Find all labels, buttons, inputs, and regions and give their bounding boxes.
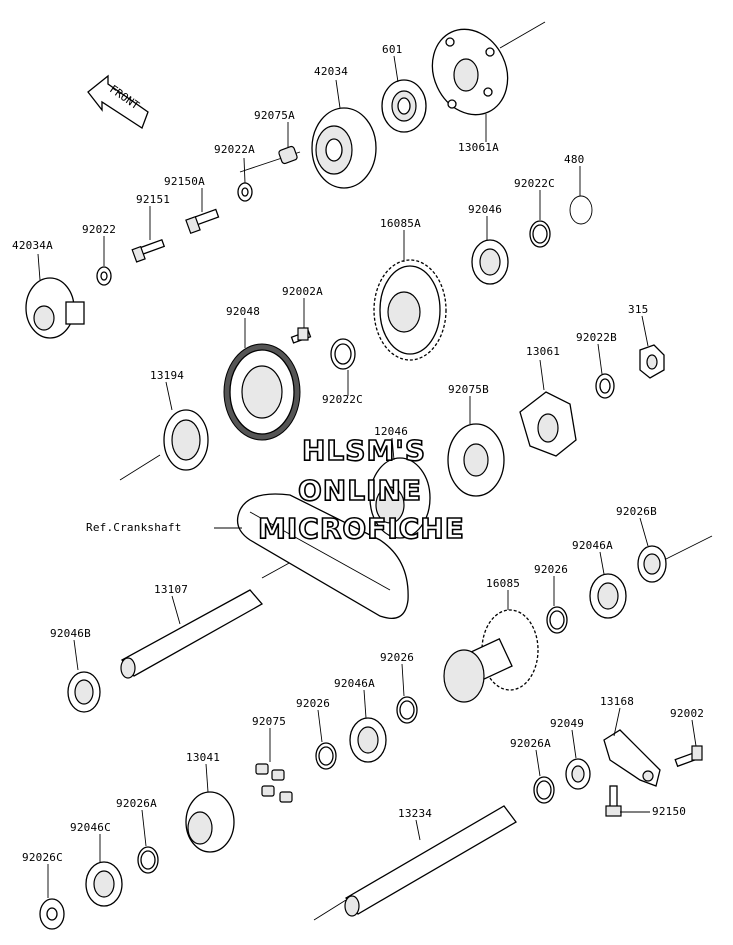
label-92022C: 92022C bbox=[322, 393, 363, 406]
label-13061A: 13061A bbox=[458, 141, 499, 154]
part-92022C bbox=[330, 338, 356, 370]
label-13041: 13041 bbox=[186, 751, 221, 764]
label-92075A: 92075A bbox=[254, 109, 295, 122]
part-92026C-bottom bbox=[39, 898, 65, 930]
part-92022A bbox=[237, 182, 253, 202]
part-92026B bbox=[637, 545, 667, 583]
part-92075B bbox=[447, 423, 505, 497]
label-92026-left: 92026 bbox=[296, 697, 331, 710]
label-92002: 92002 bbox=[670, 707, 705, 720]
part-92022B bbox=[595, 373, 615, 399]
label-92026-mid: 92026 bbox=[380, 651, 415, 664]
part-92046A-right bbox=[589, 573, 627, 619]
label-12046: 12046 bbox=[374, 425, 409, 438]
part-92022C-top bbox=[529, 220, 551, 248]
label-92046-top: 92046 bbox=[468, 203, 503, 216]
label-92075: 92075 bbox=[252, 715, 287, 728]
label-480: 480 bbox=[564, 153, 585, 166]
part-92046C bbox=[85, 861, 123, 907]
label-42034A: 42034A bbox=[12, 239, 53, 252]
part-92046B bbox=[67, 671, 101, 713]
label-92026A-left: 92026A bbox=[116, 797, 157, 810]
label-92022C-top: 92022C bbox=[514, 177, 555, 190]
part-92151 bbox=[131, 238, 166, 263]
part-92046-top bbox=[471, 239, 509, 285]
label-92150A: 92150A bbox=[164, 175, 205, 188]
label-13194: 13194 bbox=[150, 369, 185, 382]
label-92151: 92151 bbox=[136, 193, 171, 206]
part-13061A bbox=[431, 28, 509, 116]
label-16085: 16085 bbox=[486, 577, 521, 590]
part-601 bbox=[381, 79, 427, 133]
part-16085 bbox=[443, 609, 539, 703]
part-92026-mid bbox=[396, 696, 418, 724]
label-92150: 92150 bbox=[652, 805, 687, 818]
part-92075A bbox=[278, 145, 298, 165]
label-92049: 92049 bbox=[550, 717, 585, 730]
part-13041 bbox=[185, 791, 235, 853]
label-315: 315 bbox=[628, 303, 649, 316]
part-480 bbox=[569, 195, 593, 225]
watermark-line-2: ONLINE bbox=[297, 473, 423, 508]
part-16085A bbox=[373, 259, 447, 361]
label-13234: 13234 bbox=[398, 807, 433, 820]
label-92046B: 92046B bbox=[50, 627, 91, 640]
label-92022A: 92022A bbox=[214, 143, 255, 156]
label-ref-crankshaft: Ref.Crankshaft bbox=[86, 521, 182, 534]
part-92150A bbox=[185, 208, 220, 235]
part-92150 bbox=[605, 785, 622, 817]
part-13168 bbox=[603, 729, 661, 787]
part-13234 bbox=[344, 805, 517, 917]
part-92002 bbox=[674, 745, 703, 768]
label-92046A-mid: 92046A bbox=[334, 677, 375, 690]
label-92002A: 92002A bbox=[282, 285, 323, 298]
label-92046C: 92046C bbox=[70, 821, 111, 834]
label-92026B: 92026B bbox=[616, 505, 657, 518]
part-92022 bbox=[96, 266, 112, 286]
label-92026C-bottom: 92026C bbox=[22, 851, 63, 864]
label-92075B: 92075B bbox=[448, 383, 489, 396]
watermark-line-3: MICROFICHE bbox=[257, 511, 465, 546]
part-42034A bbox=[25, 277, 85, 339]
part-92002A bbox=[290, 327, 312, 344]
part-92026-right bbox=[546, 606, 568, 634]
part-13061 bbox=[519, 391, 577, 457]
part-chain bbox=[236, 493, 409, 620]
part-92026A-left bbox=[137, 846, 159, 874]
part-92026-left bbox=[315, 742, 337, 770]
label-92026A-right: 92026A bbox=[510, 737, 551, 750]
watermark-line-1: HLSM'S bbox=[301, 433, 427, 468]
part-92075 bbox=[255, 763, 293, 803]
part-92046A-mid bbox=[349, 717, 387, 763]
label-13061: 13061 bbox=[526, 345, 561, 358]
label-42034: 42034 bbox=[314, 65, 349, 78]
label-92046A-right: 92046A bbox=[572, 539, 613, 552]
part-13194 bbox=[163, 409, 209, 471]
label-13107: 13107 bbox=[154, 583, 189, 596]
part-13107 bbox=[120, 589, 264, 679]
label-16085A: 16085A bbox=[380, 217, 421, 230]
part-92048 bbox=[223, 343, 301, 441]
label-92022B: 92022B bbox=[576, 331, 617, 344]
part-42034 bbox=[311, 107, 377, 189]
label-92048: 92048 bbox=[226, 305, 261, 318]
label-92026-right: 92026 bbox=[534, 563, 569, 576]
label-92022: 92022 bbox=[82, 223, 117, 236]
part-12046 bbox=[369, 457, 431, 539]
label-13168: 13168 bbox=[600, 695, 635, 708]
part-92026A-right bbox=[533, 776, 555, 804]
label-601: 601 bbox=[382, 43, 403, 56]
part-315 bbox=[639, 344, 665, 379]
part-92049 bbox=[565, 758, 591, 790]
leader-lines bbox=[37, 55, 697, 898]
